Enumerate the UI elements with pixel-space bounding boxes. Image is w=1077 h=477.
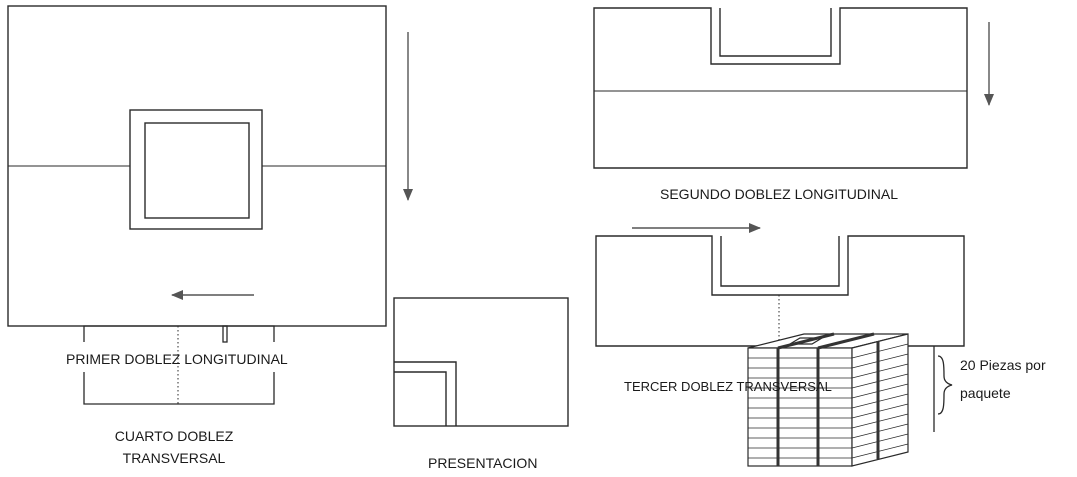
panel-cuarto-doblez	[83, 325, 275, 405]
cuarto-tab	[222, 325, 228, 343]
pocket-inner	[144, 122, 250, 219]
brace-icon	[937, 355, 953, 415]
label-piezas: 20 Piezas por paquete	[960, 357, 1046, 401]
presentacion-pocket-outer	[394, 361, 457, 426]
pocket-outer	[129, 109, 263, 230]
stack-layer-lines	[748, 343, 909, 459]
label-segundo-doblez: SEGUNDO DOBLEZ LONGITUDINAL	[660, 186, 899, 202]
label-cuarto-line1: CUARTO DOBLEZ	[114, 428, 234, 444]
stack-straps	[776, 332, 880, 466]
label-cuarto-doblez: CUARTO DOBLEZ TRANSVERSAL	[96, 428, 252, 466]
label-piezas-line1: 20 Piezas por	[960, 357, 1046, 373]
segundo-sheet-outline	[593, 7, 968, 169]
cuarto-bottom-bracket	[83, 372, 275, 405]
cuarto-top-bracket	[83, 325, 275, 342]
presentacion-pocket-inner	[394, 371, 447, 426]
label-primer-doblez: PRIMER DOBLEZ LONGITUDINAL	[66, 351, 288, 367]
tercer-sheet-outline	[595, 235, 965, 347]
label-presentacion: PRESENTACION	[428, 455, 538, 471]
label-piezas-line2: paquete	[960, 385, 1011, 402]
panel-segundo-doblez	[593, 7, 994, 169]
panel-presentacion	[393, 297, 569, 427]
package-stack	[747, 332, 909, 467]
panel-primer-doblez	[7, 5, 413, 327]
label-cuarto-line2: TRANSVERSAL	[122, 450, 226, 467]
piezas-brace	[933, 346, 953, 432]
label-tercer-doblez: TERCER DOBLEZ TRANSVERSAL	[624, 379, 832, 394]
tercer-notch-inner	[720, 236, 840, 287]
stack-side-face	[851, 333, 909, 467]
panel-tercer-doblez	[595, 223, 965, 347]
segundo-notch-inner	[719, 8, 832, 57]
